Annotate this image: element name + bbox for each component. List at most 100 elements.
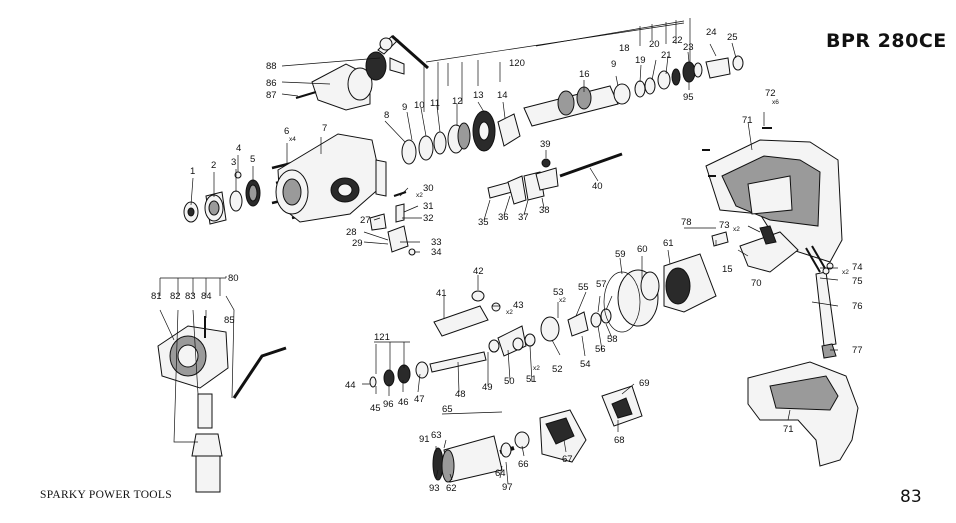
part-label-77: 77 (852, 345, 863, 356)
front-collar-parts (183, 171, 261, 225)
part-qty-43: x2 (506, 309, 513, 316)
part-label-8: 8 (384, 110, 389, 121)
part-label-96: 96 (383, 399, 394, 410)
motor-housing (702, 127, 843, 263)
part-label-21: 21 (661, 50, 672, 61)
part-label-11: 11 (430, 98, 440, 109)
part-label-18: 18 (619, 43, 630, 54)
part-label-30: 30 (423, 183, 434, 194)
part-label-31: 31 (423, 201, 434, 212)
part-label-71a: 71 (742, 115, 753, 126)
part-label-2: 2 (211, 160, 216, 171)
part-label-27: 27 (360, 215, 371, 226)
part-label-50: 50 (504, 376, 515, 387)
part-label-4: 4 (236, 143, 241, 154)
part-label-68: 68 (614, 435, 625, 446)
drill-chuck (295, 34, 429, 111)
part-label-14: 14 (497, 90, 508, 101)
part-label-64: 64 (495, 468, 506, 479)
part-label-33: 33 (431, 237, 442, 248)
part-label-19: 19 (635, 55, 646, 66)
side-handle (157, 316, 287, 493)
part-label-22: 22 (672, 35, 683, 46)
rear-handle (747, 361, 859, 467)
part-drawings (157, 34, 859, 493)
part-label-9a: 9 (402, 102, 407, 113)
part-label-74: 74 (852, 262, 863, 273)
part-label-7: 7 (322, 123, 327, 134)
part-label-12: 12 (452, 96, 463, 107)
part-label-13: 13 (473, 90, 484, 101)
part-label-29: 29 (352, 238, 363, 249)
part-label-52: 52 (552, 364, 563, 375)
part-label-46: 46 (398, 397, 409, 408)
part-label-9b: 9 (611, 59, 616, 70)
part-label-41: 41 (436, 288, 447, 299)
page-number: 83 (900, 487, 922, 507)
part-label-60: 60 (637, 244, 648, 255)
spindle (523, 55, 744, 127)
part-label-57: 57 (596, 279, 607, 290)
part-label-91: 91 (419, 434, 430, 445)
part-qty-74: x2 (842, 269, 849, 276)
part-label-44: 44 (345, 380, 356, 391)
part-label-59: 59 (615, 249, 626, 260)
part-label-69: 69 (639, 378, 650, 389)
clutch-assembly (433, 271, 641, 357)
lever-parts (369, 191, 416, 256)
part-label-121: 121 (374, 332, 390, 343)
part-label-87: 87 (266, 90, 277, 101)
gear-housing (275, 133, 387, 223)
part-label-47: 47 (414, 394, 425, 405)
part-label-80: 80 (228, 273, 239, 284)
part-label-62: 62 (446, 483, 457, 494)
part-label-48: 48 (455, 389, 466, 400)
part-label-78: 78 (681, 217, 692, 228)
part-label-82: 82 (170, 291, 181, 302)
part-label-84: 84 (201, 291, 212, 302)
fan-baffle (617, 231, 729, 327)
part-label-53: 53 (553, 287, 564, 298)
part-label-86: 86 (266, 78, 277, 89)
part-label-37: 37 (518, 212, 529, 223)
part-label-73: 73 (719, 220, 730, 231)
part-label-58: 58 (607, 334, 618, 345)
part-label-72: 72 (765, 88, 776, 99)
part-label-93: 93 (429, 483, 440, 494)
part-label-95: 95 (683, 92, 694, 103)
part-label-61: 61 (663, 238, 674, 249)
part-label-23: 23 (683, 42, 694, 53)
part-label-65: 65 (442, 404, 453, 415)
model-title: BPR 280CE (826, 30, 947, 52)
armature (432, 431, 530, 483)
part-label-67: 67 (562, 454, 573, 465)
part-label-54: 54 (580, 359, 591, 370)
part-qty-6: x4 (289, 136, 296, 143)
part-label-88: 88 (266, 61, 277, 72)
part-qty-30: x2 (416, 192, 423, 199)
part-label-63: 63 (431, 430, 442, 441)
part-label-83: 83 (185, 291, 196, 302)
part-label-55: 55 (578, 282, 589, 293)
part-label-3: 3 (231, 157, 236, 168)
part-label-42: 42 (473, 266, 484, 277)
part-label-66: 66 (518, 459, 529, 470)
part-label-71b: 71 (783, 424, 794, 435)
part-label-75: 75 (852, 276, 863, 287)
part-label-25: 25 (727, 32, 738, 43)
part-label-24: 24 (706, 27, 717, 38)
part-label-6: 6 (284, 126, 289, 137)
part-label-81: 81 (151, 291, 162, 302)
stator-and-brushes (539, 385, 643, 463)
part-label-10: 10 (414, 100, 425, 111)
shift-mechanism (487, 152, 623, 205)
part-label-51: 51 (526, 374, 537, 385)
part-label-76: 76 (852, 301, 863, 312)
part-label-1: 1 (190, 166, 195, 177)
part-number-labels: 1 2 3 4 5 6 x4 7 8 9 10 11 12 13 14 15 1… (151, 27, 863, 494)
leader-lines (159, 18, 839, 485)
part-qty-73: x2 (733, 226, 740, 233)
brand-footer: SPARKY POWER TOOLS (40, 489, 172, 501)
switch-and-cable (739, 225, 837, 359)
